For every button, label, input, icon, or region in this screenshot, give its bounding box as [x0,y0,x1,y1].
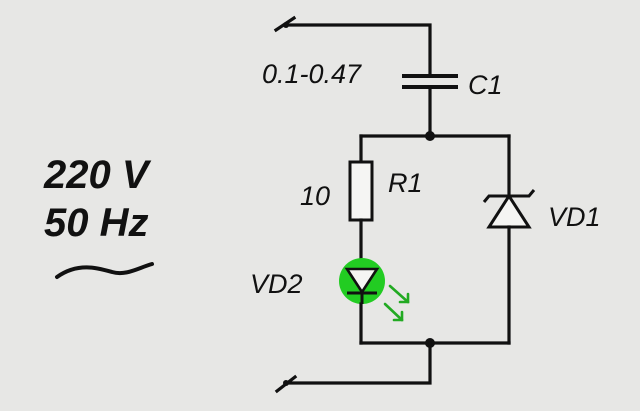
source-frequency-label: 50 Hz [44,201,149,245]
source-voltage-label: 220 V [43,153,152,197]
led-vd2 [339,258,385,304]
vd2-designator-label: VD2 [250,269,303,299]
vd1-designator-label: VD1 [548,202,601,232]
c1-designator-label: C1 [468,70,503,100]
resistor-r1 [348,160,374,222]
r1-designator-label: R1 [388,168,423,198]
bottom-terminal [274,374,298,394]
capacitor-c1 [402,74,458,89]
c1-value-label: 0.1-0.47 [262,59,362,89]
r1-value-label: 10 [300,181,330,211]
led-light-arrows-icon [383,284,410,322]
bottom-output-wire [284,341,432,385]
zener-diode-vd1 [482,189,536,229]
top-input-wire [284,23,432,78]
ac-wave-icon [55,262,154,279]
